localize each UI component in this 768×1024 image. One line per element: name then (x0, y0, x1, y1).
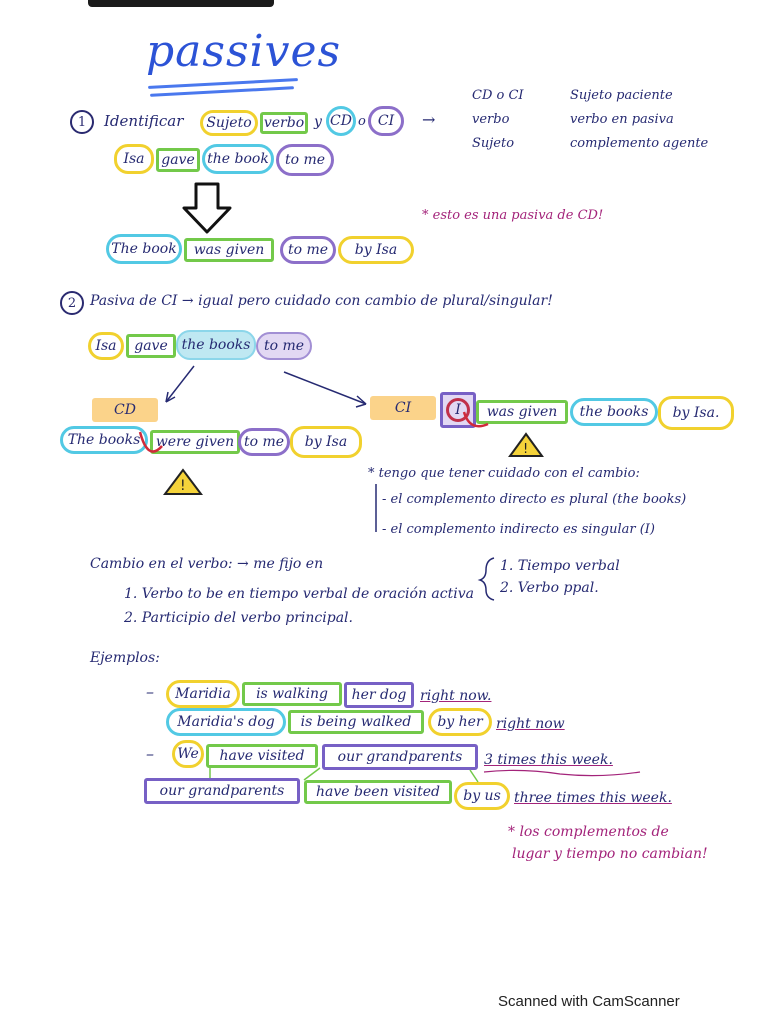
legend-2-left: verbo (472, 112, 510, 127)
active-verb: gave (156, 148, 200, 172)
ci-label: CI (370, 396, 436, 420)
ex2-passive-subject: our grandparents (144, 778, 300, 804)
squiggle-underline (483, 769, 641, 777)
ex2-dash: – (146, 744, 154, 763)
label-and: y (314, 114, 322, 130)
ex1-active-subject: Maridia (166, 680, 240, 708)
verb-rule-2: 2. Participio del verbo principal. (124, 610, 353, 626)
warning-triangle-1 (163, 468, 203, 495)
arrow-to-ci-head (355, 395, 367, 408)
active-subject: Isa (114, 144, 154, 174)
ci-passive-verb: was given (476, 400, 568, 424)
verb-rule-1: 1. Verbo to be en tiempo verbal de oraci… (124, 586, 474, 602)
passive-agent: by Isa (338, 236, 414, 264)
label-subject: Sujeto (200, 110, 258, 136)
label-verb: verbo (260, 112, 308, 134)
verb-change-heading: Cambio en el verbo: → me fijo en (90, 556, 324, 572)
cd-passive-indirect: to me (238, 428, 290, 456)
legend-2-right: verbo en pasiva (570, 112, 674, 127)
label-cd: CD (326, 106, 356, 136)
ex2-active-rest: 3 times this week. (484, 752, 613, 768)
ex1-passive-rest: right now (496, 716, 565, 732)
legend-1-right: Sujeto paciente (570, 88, 673, 103)
cd-label: CD (92, 398, 158, 422)
step-2-heading: Pasiva de CI → igual pero cuidado con ca… (90, 293, 553, 309)
ex1-passive-verb: is being walked (288, 710, 424, 734)
arrow-to-ci (283, 371, 367, 405)
warning-item-1: - el complemento directo es plural (the … (382, 492, 687, 507)
verb-aspects-brace (477, 557, 495, 601)
ex1-passive-subject: Maridia's dog (166, 708, 286, 736)
verb-aspect-2: 2. Verbo ppal. (500, 580, 599, 596)
step2-active-verb: gave (126, 334, 176, 358)
ex2-passive-rest: three times this week. (514, 790, 672, 806)
examples-note-line-1: * los complementos de (508, 824, 669, 840)
step-1-instruction: Identificar (104, 112, 184, 130)
warning-triangle-2 (508, 432, 544, 457)
examples-heading: Ejemplos: (90, 650, 160, 666)
ci-passive-object: the books (570, 398, 658, 426)
ex1-active-verb: is walking (242, 682, 342, 706)
cd-passive-object: The books (60, 426, 148, 454)
red-mark-cd (138, 431, 163, 453)
big-down-arrow (182, 182, 232, 234)
passive-indirect: to me (280, 236, 336, 264)
ex1-active-rest: right now. (420, 688, 492, 704)
step-1-note: * esto es una pasiva de CD! (422, 208, 604, 223)
ex2-active-verb: have visited (206, 744, 318, 768)
ex1-active-object: her dog (344, 682, 414, 708)
warning-triangle-1-mark: ! (180, 478, 186, 494)
passive-verb: was given (184, 238, 274, 262)
ex2-active-subject: We (172, 740, 204, 768)
examples-note-line-2: lugar y tiempo no cambian! (512, 846, 708, 862)
passive-object: The book (106, 234, 182, 264)
warning-item-2: - el complemento indirecto es singular (… (382, 522, 655, 537)
red-mark-ci (462, 411, 489, 428)
connector-lines (209, 767, 479, 783)
step-1-number: 1 (70, 110, 94, 134)
ex2-passive-agent: by us (454, 782, 510, 810)
step-2-number: 2 (60, 291, 84, 315)
step2-active-indirect: to me (256, 332, 312, 360)
step2-active-subject: Isa (88, 332, 124, 360)
page-title: passives (146, 26, 342, 77)
ci-passive-agent: by Isa. (658, 396, 734, 430)
ci-passive-subject: I (446, 398, 470, 422)
cd-passive-agent: by Isa (290, 426, 362, 458)
ex1-dash: – (146, 682, 154, 701)
legend-3-left: Sujeto (472, 136, 515, 151)
ex1-passive-agent: by her (428, 708, 492, 736)
warning-note: * tengo que tener cuidado con el cambio: (368, 466, 640, 481)
step2-active-object: the books (176, 330, 256, 360)
label-ci: CI (368, 106, 404, 136)
scanner-watermark: Scanned with CamScanner (498, 993, 680, 1010)
arrow-to-cd (165, 365, 195, 403)
legend-1-left: CD o CI (472, 88, 524, 103)
step-1-arrow: → (422, 110, 436, 129)
label-o: o (358, 114, 366, 129)
arrow-to-cd-head (165, 391, 176, 403)
ex2-active-object: our grandparents (322, 744, 478, 770)
active-indirect: to me (276, 144, 334, 176)
legend-3-right: complemento agente (570, 136, 709, 151)
warning-triangle-2-mark: ! (523, 442, 528, 457)
active-object: the book (202, 144, 274, 174)
verb-aspect-1: 1. Tiempo verbal (500, 558, 620, 574)
ex2-passive-verb: have been visited (304, 780, 452, 804)
scanner-top-edge (88, 0, 274, 7)
